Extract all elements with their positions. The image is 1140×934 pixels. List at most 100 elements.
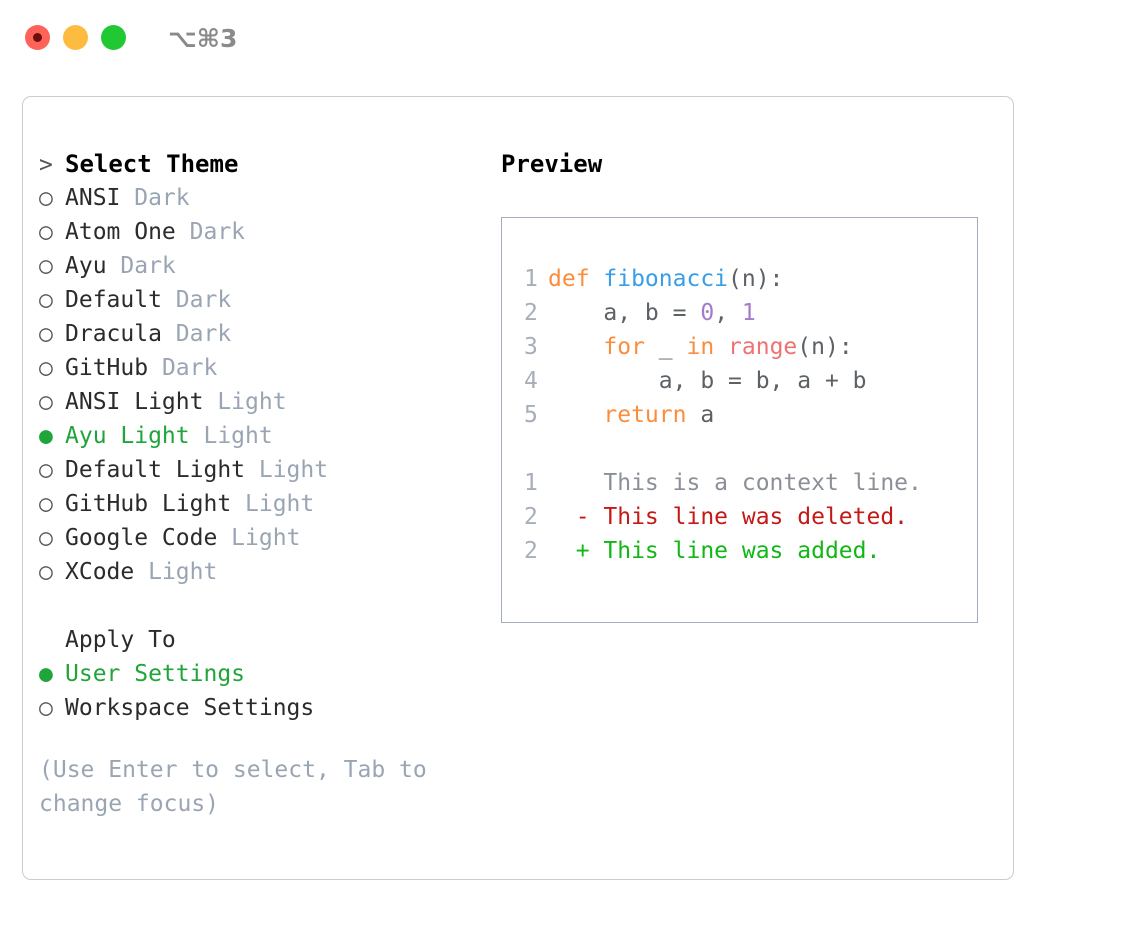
radio-unselected-icon: ○	[39, 185, 53, 211]
code-line-number: 2	[524, 300, 538, 326]
code-token-plain: a	[686, 402, 715, 428]
code-token-punct: (n):	[728, 266, 784, 292]
code-token-punct: (n):	[797, 334, 853, 360]
theme-option-variant: Dark	[161, 321, 232, 347]
diff-line-number: 2	[524, 504, 538, 530]
radio-selected-icon: ●	[39, 423, 53, 449]
preview-gap	[524, 432, 977, 466]
diff-line-deleted: 2 - This line was deleted.	[524, 500, 977, 534]
theme-option-variant: Light	[203, 389, 287, 415]
code-token-plain: a, b =	[548, 300, 701, 326]
theme-option-github-light[interactable]: ○GitHub Light Light	[39, 487, 489, 521]
theme-option-variant: Dark	[148, 355, 218, 381]
theme-option-label: XCode	[65, 559, 135, 585]
radio-unselected-icon: ○	[39, 389, 53, 415]
diff-line-text: - This line was deleted.	[548, 504, 909, 530]
main-panel: > Select Theme ○ ANSI Dark ○ Atom One Dark ○ A…	[22, 96, 1014, 880]
radio-unselected-icon: ○	[39, 355, 53, 381]
radio-unselected-icon: ○	[39, 321, 53, 347]
maximize-button-icon[interactable]	[101, 25, 126, 50]
focus-caret-icon: >	[39, 152, 53, 178]
theme-option-default[interactable]: ○Default Dark	[39, 283, 489, 317]
apply-to-header: >Apply To	[39, 623, 489, 657]
theme-option-xcode[interactable]: ○XCode Light	[39, 555, 489, 589]
theme-list: ○ANSI Dark○Atom One Dark○Ayu Dark○Defaul…	[39, 181, 489, 589]
code-token-plain: _	[644, 334, 687, 360]
theme-option-ansi-light[interactable]: ○ ANSI Light Light	[39, 385, 489, 419]
apply-option-user-settings[interactable]: ● User Settings	[39, 657, 489, 691]
theme-option-ansi[interactable]: ○ ANSI Dark	[39, 181, 489, 215]
keyboard-hint-text: (Use Enter to select, Tab to change focu…	[39, 757, 427, 817]
radio-unselected-icon: ○	[39, 253, 53, 279]
apply-to-title: Apply To	[65, 627, 176, 653]
theme-option-label: Default Light	[65, 457, 246, 483]
code-token-plain: a, b = b, a + b	[548, 368, 867, 394]
radio-unselected-icon: ○	[39, 525, 53, 551]
code-token-kw: def	[548, 266, 604, 292]
theme-option-label: Ayu	[65, 253, 107, 279]
theme-option-label: GitHub	[65, 355, 149, 381]
theme-option-label: Atom One	[65, 219, 176, 245]
theme-option-dracula[interactable]: ○ Dracula Dark	[39, 317, 489, 351]
theme-option-label: ANSI	[65, 185, 121, 211]
radio-unselected-icon: ○	[39, 491, 53, 517]
code-line: 3 for _ in range(n):	[524, 330, 977, 364]
diff-line-number: 2	[524, 538, 538, 564]
diff-line-added: 2 + This line was added.	[524, 534, 977, 568]
code-line-number: 5	[524, 402, 538, 428]
code-line-number: 3	[524, 334, 538, 360]
theme-option-variant: Light	[189, 423, 273, 449]
radio-selected-icon: ●	[39, 661, 53, 687]
code-token-kw: in	[686, 334, 715, 360]
code-line: 2 a, b = 0, 1	[524, 296, 977, 330]
traffic-light-buttons	[25, 25, 126, 50]
theme-option-ayu[interactable]: ○ Ayu Dark	[39, 249, 489, 283]
radio-unselected-icon: ○	[39, 219, 53, 245]
theme-option-label: Dracula	[65, 321, 162, 347]
preview-title: Preview	[501, 150, 603, 178]
theme-option-variant: Light	[217, 525, 301, 551]
title-bar: ⌥⌘3	[0, 0, 1140, 78]
theme-option-variant: Light	[245, 457, 329, 483]
theme-option-default-light[interactable]: ○Default Light Light	[39, 453, 489, 487]
code-token-plain	[548, 402, 603, 428]
code-token-num: 0	[700, 300, 715, 326]
theme-option-variant: Dark	[106, 253, 176, 279]
theme-option-variant: Dark	[120, 185, 190, 211]
theme-option-label: GitHub Light	[65, 491, 232, 517]
keyboard-shortcut-label: ⌥⌘3	[168, 24, 238, 53]
minimize-button-icon[interactable]	[63, 25, 88, 50]
radio-unselected-icon: ○	[39, 287, 53, 313]
diff-sample-block: 1 This is a context line. 2 - This line w…	[524, 466, 977, 568]
code-line: 4 a, b = b, a + b	[524, 364, 977, 398]
apply-option-workspace-settings[interactable]: ○Workspace Settings	[39, 691, 489, 725]
code-token-plain: ,	[714, 300, 742, 326]
code-token-fn: fibonacci	[603, 266, 729, 292]
theme-option-atom-one[interactable]: ○ Atom One Dark	[39, 215, 489, 249]
apply-to-list: ● User Settings ○Workspace Settings	[39, 657, 489, 725]
select-theme-title: Select Theme	[65, 150, 239, 178]
apply-option-label: User Settings	[65, 661, 246, 687]
theme-option-github[interactable]: ○ GitHub Dark	[39, 351, 489, 385]
code-token-plain	[714, 334, 728, 360]
theme-option-ayu-light[interactable]: ●Ayu Light Light	[39, 419, 489, 453]
theme-selection-column: > Select Theme ○ ANSI Dark ○ Atom One Dark ○ A…	[39, 147, 489, 821]
apply-to-caret-placeholder: >	[39, 623, 65, 657]
diff-line-number: 1	[524, 470, 538, 496]
diff-line-text: + This line was added.	[548, 538, 881, 564]
theme-option-variant: Dark	[175, 219, 246, 245]
theme-option-google-code[interactable]: ○ Google Code Light	[39, 521, 489, 555]
code-token-kw: for	[603, 334, 645, 360]
code-line-number: 4	[524, 368, 538, 394]
diff-line-text: This is a context line.	[548, 470, 922, 496]
theme-option-label: Google Code	[65, 525, 218, 551]
close-button-icon[interactable]	[25, 25, 50, 50]
section-spacer	[39, 589, 489, 623]
code-token-kw: return	[603, 402, 687, 428]
theme-option-label: ANSI Light	[65, 389, 204, 415]
